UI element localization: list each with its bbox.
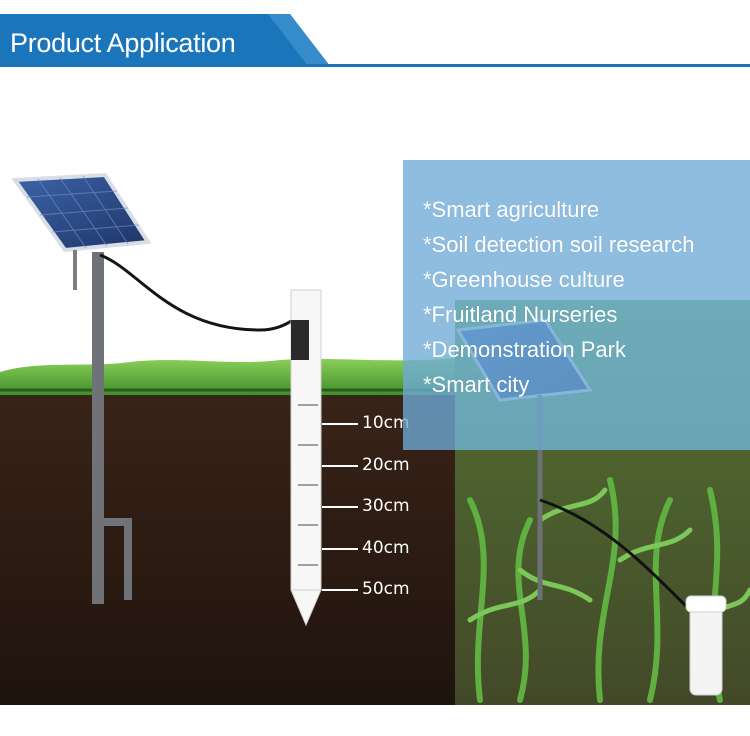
solar-panel-assembly (11, 172, 320, 604)
depth-label-30cm: 30cm (362, 496, 410, 516)
header-banner (0, 14, 330, 66)
soil-sensor-probe (290, 289, 358, 627)
depth-label-20cm: 20cm (362, 455, 410, 475)
header-divider (0, 64, 750, 67)
section-header: Product Application (0, 0, 750, 70)
soil-cross-section (0, 358, 455, 705)
depth-label-50cm: 50cm (362, 579, 410, 599)
application-item: *Fruitland Nurseries (423, 302, 618, 327)
page-title: Product Application (10, 28, 236, 58)
depth-label-10cm: 10cm (362, 413, 410, 433)
application-item: *Demonstration Park (423, 337, 626, 362)
application-item: *Smart agriculture (423, 197, 600, 222)
application-item: *Soil detection soil research (423, 232, 695, 257)
depth-label-40cm: 40cm (362, 538, 410, 558)
applications-panel (403, 160, 750, 450)
application-item: *Greenhouse culture (423, 267, 625, 292)
application-item: *Smart city (423, 372, 530, 397)
